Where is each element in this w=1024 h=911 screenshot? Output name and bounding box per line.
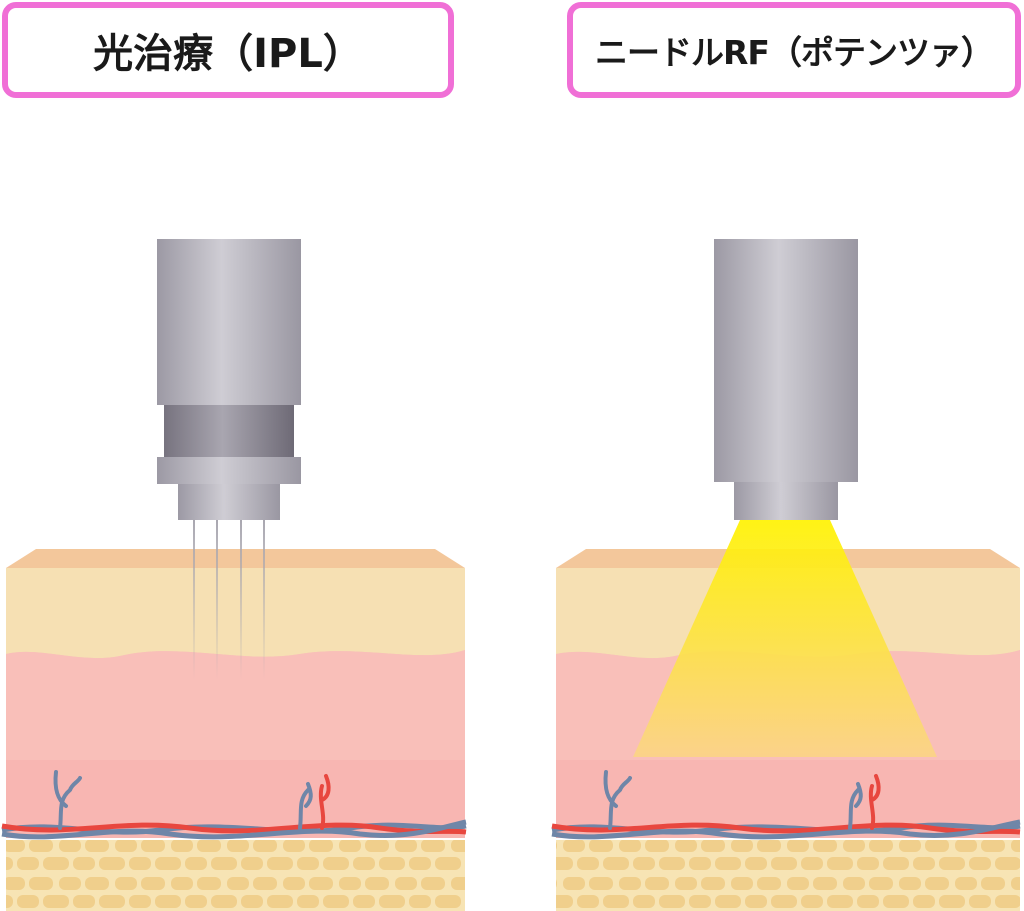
subcutaneous-fat-layer [556, 840, 1020, 911]
dermis-upper-layer [6, 650, 465, 760]
vein-capillary [603, 770, 632, 830]
handpiece-collar [164, 405, 294, 457]
light-beam [633, 520, 937, 757]
needle [216, 520, 218, 680]
panel-title-needle-rf: ニードルRF（ポテンツァ） [567, 2, 1021, 98]
handpiece-tip [178, 484, 280, 520]
handpiece-flange [157, 457, 301, 484]
panel-title-needle-rf-text: ニードルRF（ポテンツァ） [595, 33, 994, 72]
needle-handpiece-left [157, 239, 301, 680]
artery-capillary [318, 774, 331, 830]
skin-top-face [6, 549, 465, 568]
handpiece-body [714, 239, 858, 482]
epidermis-layer [6, 568, 465, 659]
needle [193, 520, 195, 680]
panel-title-ipl: 光治療（IPL） [2, 2, 454, 98]
artery-capillary [868, 774, 881, 830]
handpiece-body [157, 239, 301, 405]
subcutaneous-fat-layer [6, 840, 465, 911]
needle [240, 520, 242, 680]
handpiece-tip [734, 482, 838, 520]
vein-line-2 [1, 819, 467, 840]
vein-capillary [53, 770, 82, 830]
vein-line-2 [551, 819, 1021, 840]
vein-capillary-2 [848, 782, 863, 830]
light-handpiece-right [633, 239, 937, 757]
vein-capillary-2 [298, 782, 313, 830]
panel-title-ipl-text: 光治療（IPL） [93, 31, 363, 77]
needle [263, 520, 265, 680]
skin-block-left [1, 549, 467, 911]
